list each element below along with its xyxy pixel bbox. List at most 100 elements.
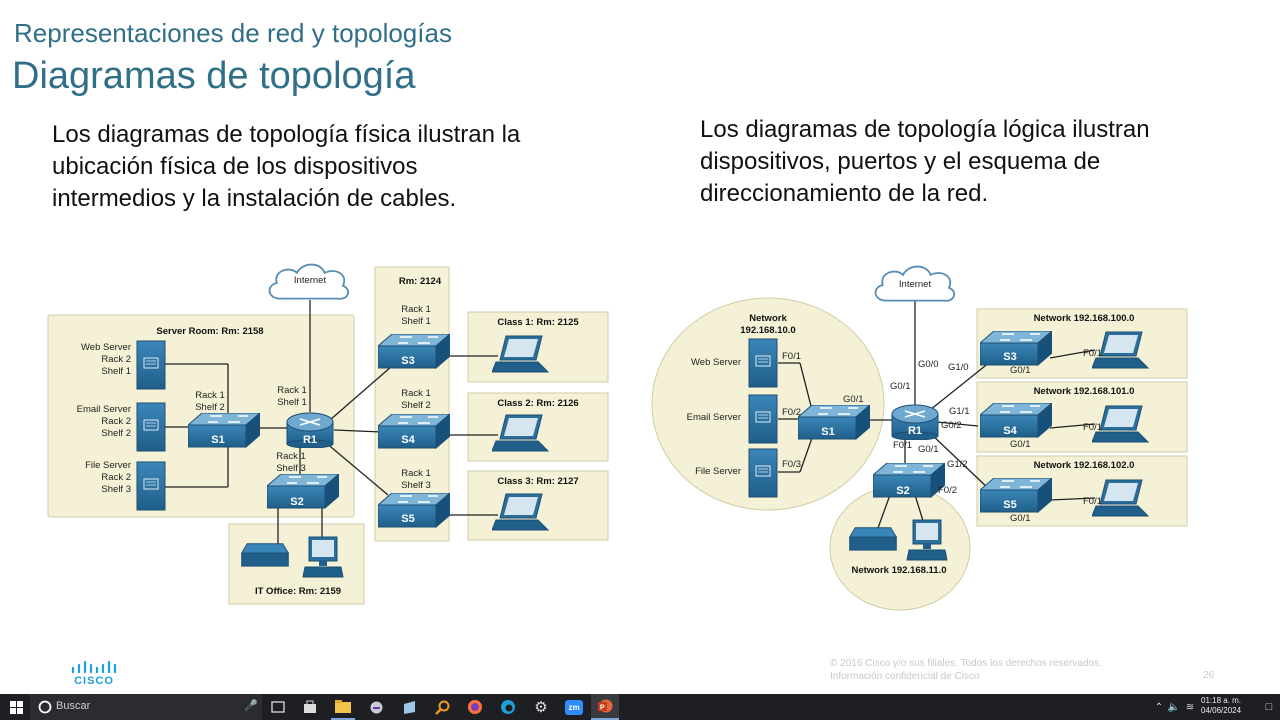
network-102-label: Network 192.168.102.0 (1034, 460, 1135, 471)
start-button[interactable] (4, 694, 28, 720)
logical-description-line: direccionamiento de la red. (700, 180, 989, 207)
logical-s1-label: S1 (821, 426, 834, 438)
network-101-label: Network 192.168.101.0 (1034, 386, 1135, 397)
logical-web-server-icon (748, 338, 778, 388)
port-label: F0/1 (893, 440, 912, 451)
store-icon[interactable] (298, 694, 322, 720)
web-server-shelf: Shelf 1 (101, 366, 131, 377)
search-placeholder: Buscar (56, 700, 91, 712)
app-a-icon[interactable] (364, 694, 388, 720)
taskbar-search-box[interactable]: Buscar 🎤 (30, 694, 262, 720)
port-label: G0/1 (890, 381, 911, 392)
port-label: G0/2 (941, 420, 962, 431)
port-label: G0/1 (1010, 513, 1031, 524)
clock-time: 01:18 a. m. (1201, 696, 1242, 705)
notes-icon[interactable] (397, 694, 421, 720)
zoom-icon[interactable]: zm (562, 694, 586, 720)
firefox-icon[interactable] (463, 694, 487, 720)
logical-s2-label: S2 (896, 485, 909, 497)
port-label: F0/1 (1083, 422, 1102, 433)
logical-r1-label: R1 (908, 425, 922, 437)
class3-label: Class 3: Rm: 2127 (497, 476, 578, 487)
notification-icon[interactable]: □ (1265, 701, 1273, 713)
logical-topology-diagram: Internet Network 192.168.10.0 Network 19… (651, 265, 1188, 611)
logical-description-line: dispositivos, puertos y el esquema de (700, 148, 1101, 175)
file-server-rack: Rack 2 (101, 472, 131, 483)
logical-internet-label: Internet (899, 279, 932, 290)
cisco-logo: CISCO (70, 660, 120, 691)
svg-text:P: P (600, 705, 605, 712)
class1-label: Class 1: Rm: 2125 (497, 317, 579, 328)
r1-rack: Rack 1 (277, 385, 307, 396)
r1-label: R1 (303, 434, 317, 446)
port-label: G0/0 (918, 359, 939, 370)
s3-shelf: Shelf 1 (401, 316, 431, 327)
logical-file-server-icon (748, 448, 778, 498)
port-label: F0/1 (1083, 496, 1102, 507)
port-label: G1/2 (947, 459, 968, 470)
logical-file-server-label: File Server (695, 466, 741, 477)
chevron-up-icon[interactable]: ⌃ (1154, 701, 1164, 713)
logical-s5-label: S5 (1003, 499, 1016, 511)
logical-links (778, 300, 1096, 529)
email-server-shelf: Shelf 2 (101, 428, 131, 439)
network-11-label: Network 192.168.11.0 (851, 565, 946, 576)
physical-description-line: intermedios y la instalación de cables. (52, 185, 457, 212)
s2-shelf: Shelf 3 (276, 463, 306, 474)
microphone-icon[interactable]: 🎤 (244, 700, 258, 712)
port-label: G0/1 (1010, 439, 1031, 450)
logical-email-server-label: Email Server (687, 412, 741, 423)
it-printer-icon (241, 543, 289, 567)
port-label: F0/1 (1083, 348, 1102, 359)
task-view-icon[interactable] (266, 694, 290, 720)
file-explorer-icon[interactable] (331, 694, 355, 720)
logical-description: Los diagramas de topología lógica ilustr… (700, 114, 1150, 210)
net11-printer-icon (849, 527, 897, 551)
slide-title: Diagramas de topología (12, 55, 416, 97)
s3-label: S3 (401, 355, 414, 367)
physical-topology-diagram: Internet Server Room: Rm: 2158 Rm: 2124 … (47, 263, 609, 605)
taskbar: Buscar 🎤 ⚙ zm P ⌃ 🔈 ≋ 01:18 a. m. 04/06/… (0, 694, 1280, 720)
network-icon[interactable]: ≋ (1185, 701, 1195, 713)
slide-number: 26 (1203, 670, 1215, 681)
it-pc-icon (302, 536, 344, 578)
physical-internet-label: Internet (294, 275, 327, 286)
s5-label: S5 (401, 513, 414, 525)
speaker-icon[interactable]: 🔈 (1167, 701, 1181, 713)
network-100-label: Network 192.168.100.0 (1034, 313, 1135, 324)
taskbar-clock[interactable]: 01:18 a. m. 04/06/2024 (1201, 696, 1241, 716)
server-room-label: Server Room: Rm: 2158 (156, 326, 263, 337)
physical-links (165, 300, 498, 545)
s5-rack: Rack 1 (401, 468, 431, 479)
s3-rack: Rack 1 (401, 304, 431, 315)
s4-label: S4 (401, 434, 415, 446)
logical-email-server-icon (748, 394, 778, 444)
slide-subtitle: Representaciones de red y topologías (14, 18, 452, 48)
physical-description-line: ubicación física de los dispositivos (52, 153, 418, 180)
r1-shelf: Shelf 1 (277, 397, 307, 408)
settings-gear-icon[interactable]: ⚙ (534, 699, 548, 716)
powerpoint-icon[interactable]: P (591, 694, 619, 720)
s4-rack: Rack 1 (401, 388, 431, 399)
s2-rack: Rack 1 (276, 451, 306, 462)
s4-shelf: Shelf 2 (401, 400, 431, 411)
port-label: F0/2 (938, 485, 957, 496)
physical-description-line: Los diagramas de topología física ilustr… (52, 121, 521, 148)
cisco-logo-text: CISCO (74, 675, 114, 687)
logical-description-line: Los diagramas de topología lógica ilustr… (700, 116, 1150, 143)
port-label: G1/1 (949, 406, 970, 417)
file-server-icon (136, 461, 166, 511)
web-server-icon (136, 340, 166, 390)
footer-line: Información confidencial de Cisco (830, 671, 980, 682)
search-app-icon[interactable] (430, 694, 454, 720)
footer-copyright: © 2016 Cisco y/o sus filiales. Todos los… (830, 657, 1102, 683)
footer-line: © 2016 Cisco y/o sus filiales. Todos los… (830, 658, 1102, 669)
s1-shelf: Shelf 2 (195, 402, 225, 413)
email-server-label: Email Server (77, 404, 131, 415)
web-server-rack: Rack 2 (101, 354, 131, 365)
logical-s4-label: S4 (1003, 425, 1017, 437)
s1-rack: Rack 1 (195, 390, 225, 401)
class2-label: Class 2: Rm: 2126 (497, 398, 578, 409)
zoom-label: zm (565, 699, 583, 715)
edge-icon[interactable] (496, 694, 520, 720)
